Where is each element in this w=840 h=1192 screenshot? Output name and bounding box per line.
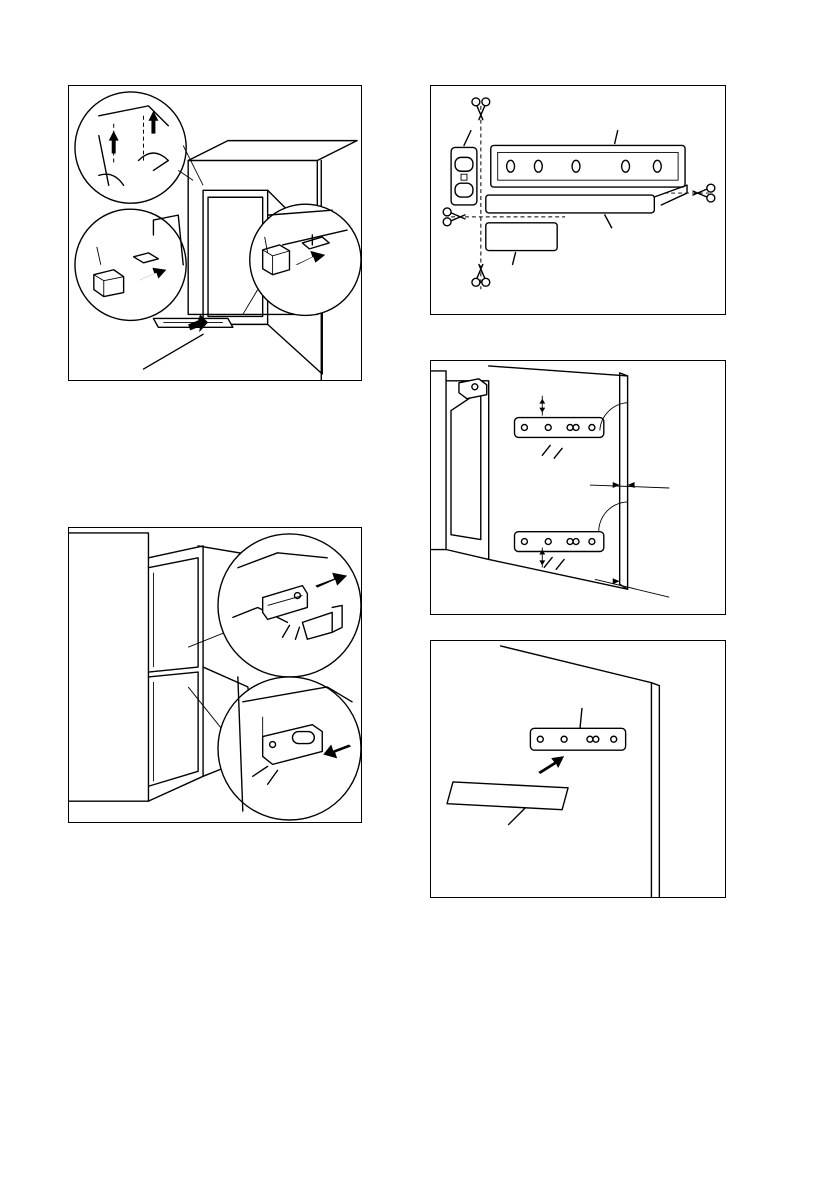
door-brackets-diagram	[431, 361, 725, 614]
screw-icon	[542, 445, 550, 455]
strip-icon	[486, 195, 655, 213]
scissors-icon	[693, 184, 715, 202]
fig-plinth-cover	[68, 85, 362, 381]
bracket-install-diagram	[69, 528, 361, 822]
screw-icon	[554, 448, 562, 458]
cut-parts-diagram	[431, 86, 725, 314]
fig-bracket-cover	[430, 640, 726, 898]
arrow-icon	[538, 756, 564, 774]
strip-icon	[486, 223, 557, 251]
arrow-icon	[188, 314, 208, 332]
cover-strip-icon	[447, 782, 568, 810]
fig-cut-parts	[430, 85, 726, 315]
strip-icon	[491, 145, 685, 187]
plinth-cover-diagram	[69, 86, 361, 380]
door-pin-icon	[75, 92, 186, 203]
cover-cap-icon	[75, 209, 186, 320]
screw-icon	[556, 559, 564, 569]
fig-bracket-install	[68, 527, 362, 823]
bracket-cover-diagram	[431, 641, 725, 897]
fig-door-brackets	[430, 360, 726, 615]
screw-icon	[544, 557, 552, 567]
